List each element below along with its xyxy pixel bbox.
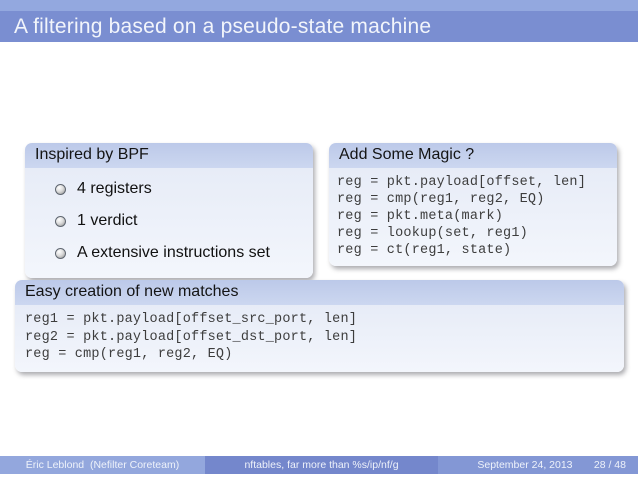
footer-author-segment: Éric Leblond (Nefilter Coreteam) [0, 456, 205, 474]
code-line: reg1 = pkt.payload[offset_src_port, len] [25, 312, 358, 327]
bullet-icon [55, 247, 66, 259]
list-item: A extensive instructions set [31, 237, 307, 269]
code-line: reg = cmp(reg1, reg2, EQ) [25, 347, 233, 362]
footer-page-number: 28 / 48 [593, 459, 626, 471]
block-body: reg1 = pkt.payload[offset_src_port, len]… [15, 305, 624, 372]
footer-deck-title-segment: nftables, far more than %s/ip/nf/g [205, 456, 438, 474]
list-item-label: 1 verdict [77, 212, 138, 229]
code-line: reg = ct(reg1, state) [337, 243, 512, 258]
code-line: reg2 = pkt.payload[offset_dst_port, len] [25, 329, 358, 345]
list-item: 4 registers [31, 173, 307, 205]
list-item-label: 4 registers [77, 180, 152, 197]
block-easy-creation-matches: Easy creation of new matches reg1 = pkt.… [15, 280, 624, 372]
list-item: 1 verdict [31, 205, 307, 237]
slide-title: A filtering based on a pseudo-state mach… [14, 14, 432, 38]
footer-date: September 24, 2013 [477, 459, 573, 471]
bullet-icon [55, 215, 66, 227]
footer-author: Éric Leblond (Nefilter Coreteam) [25, 459, 180, 471]
block-title: Inspired by BPF [25, 143, 313, 168]
block-body: reg = pkt.payload[offset, len] reg = cmp… [329, 168, 617, 266]
list-item-label: A extensive instructions set [77, 244, 270, 261]
block-add-some-magic: Add Some Magic ? reg = pkt.payload[offse… [329, 143, 617, 266]
footline: Éric Leblond (Nefilter Coreteam) nftable… [0, 456, 638, 474]
code-line: reg = cmp(reg1, reg2, EQ) [337, 192, 545, 207]
block-inspired-by-bpf: Inspired by BPF 4 registers 1 verdict A … [25, 143, 313, 278]
footer-date-segment: September 24, 2013 28 / 48 [438, 456, 638, 474]
block-title: Easy creation of new matches [15, 280, 624, 305]
navigation-strip [0, 0, 638, 11]
slide-title-bar: A filtering based on a pseudo-state mach… [0, 11, 638, 42]
code-line: reg = pkt.meta(mark) [337, 209, 504, 224]
code-line: reg = lookup(set, reg1) [337, 226, 528, 241]
block-body: 4 registers 1 verdict A extensive instru… [25, 168, 313, 278]
footer-deck-title: nftables, far more than %s/ip/nf/g [244, 459, 399, 471]
block-title: Add Some Magic ? [329, 143, 617, 168]
code-line: reg = pkt.payload[offset, len] [337, 175, 587, 190]
bullet-icon [55, 183, 66, 195]
